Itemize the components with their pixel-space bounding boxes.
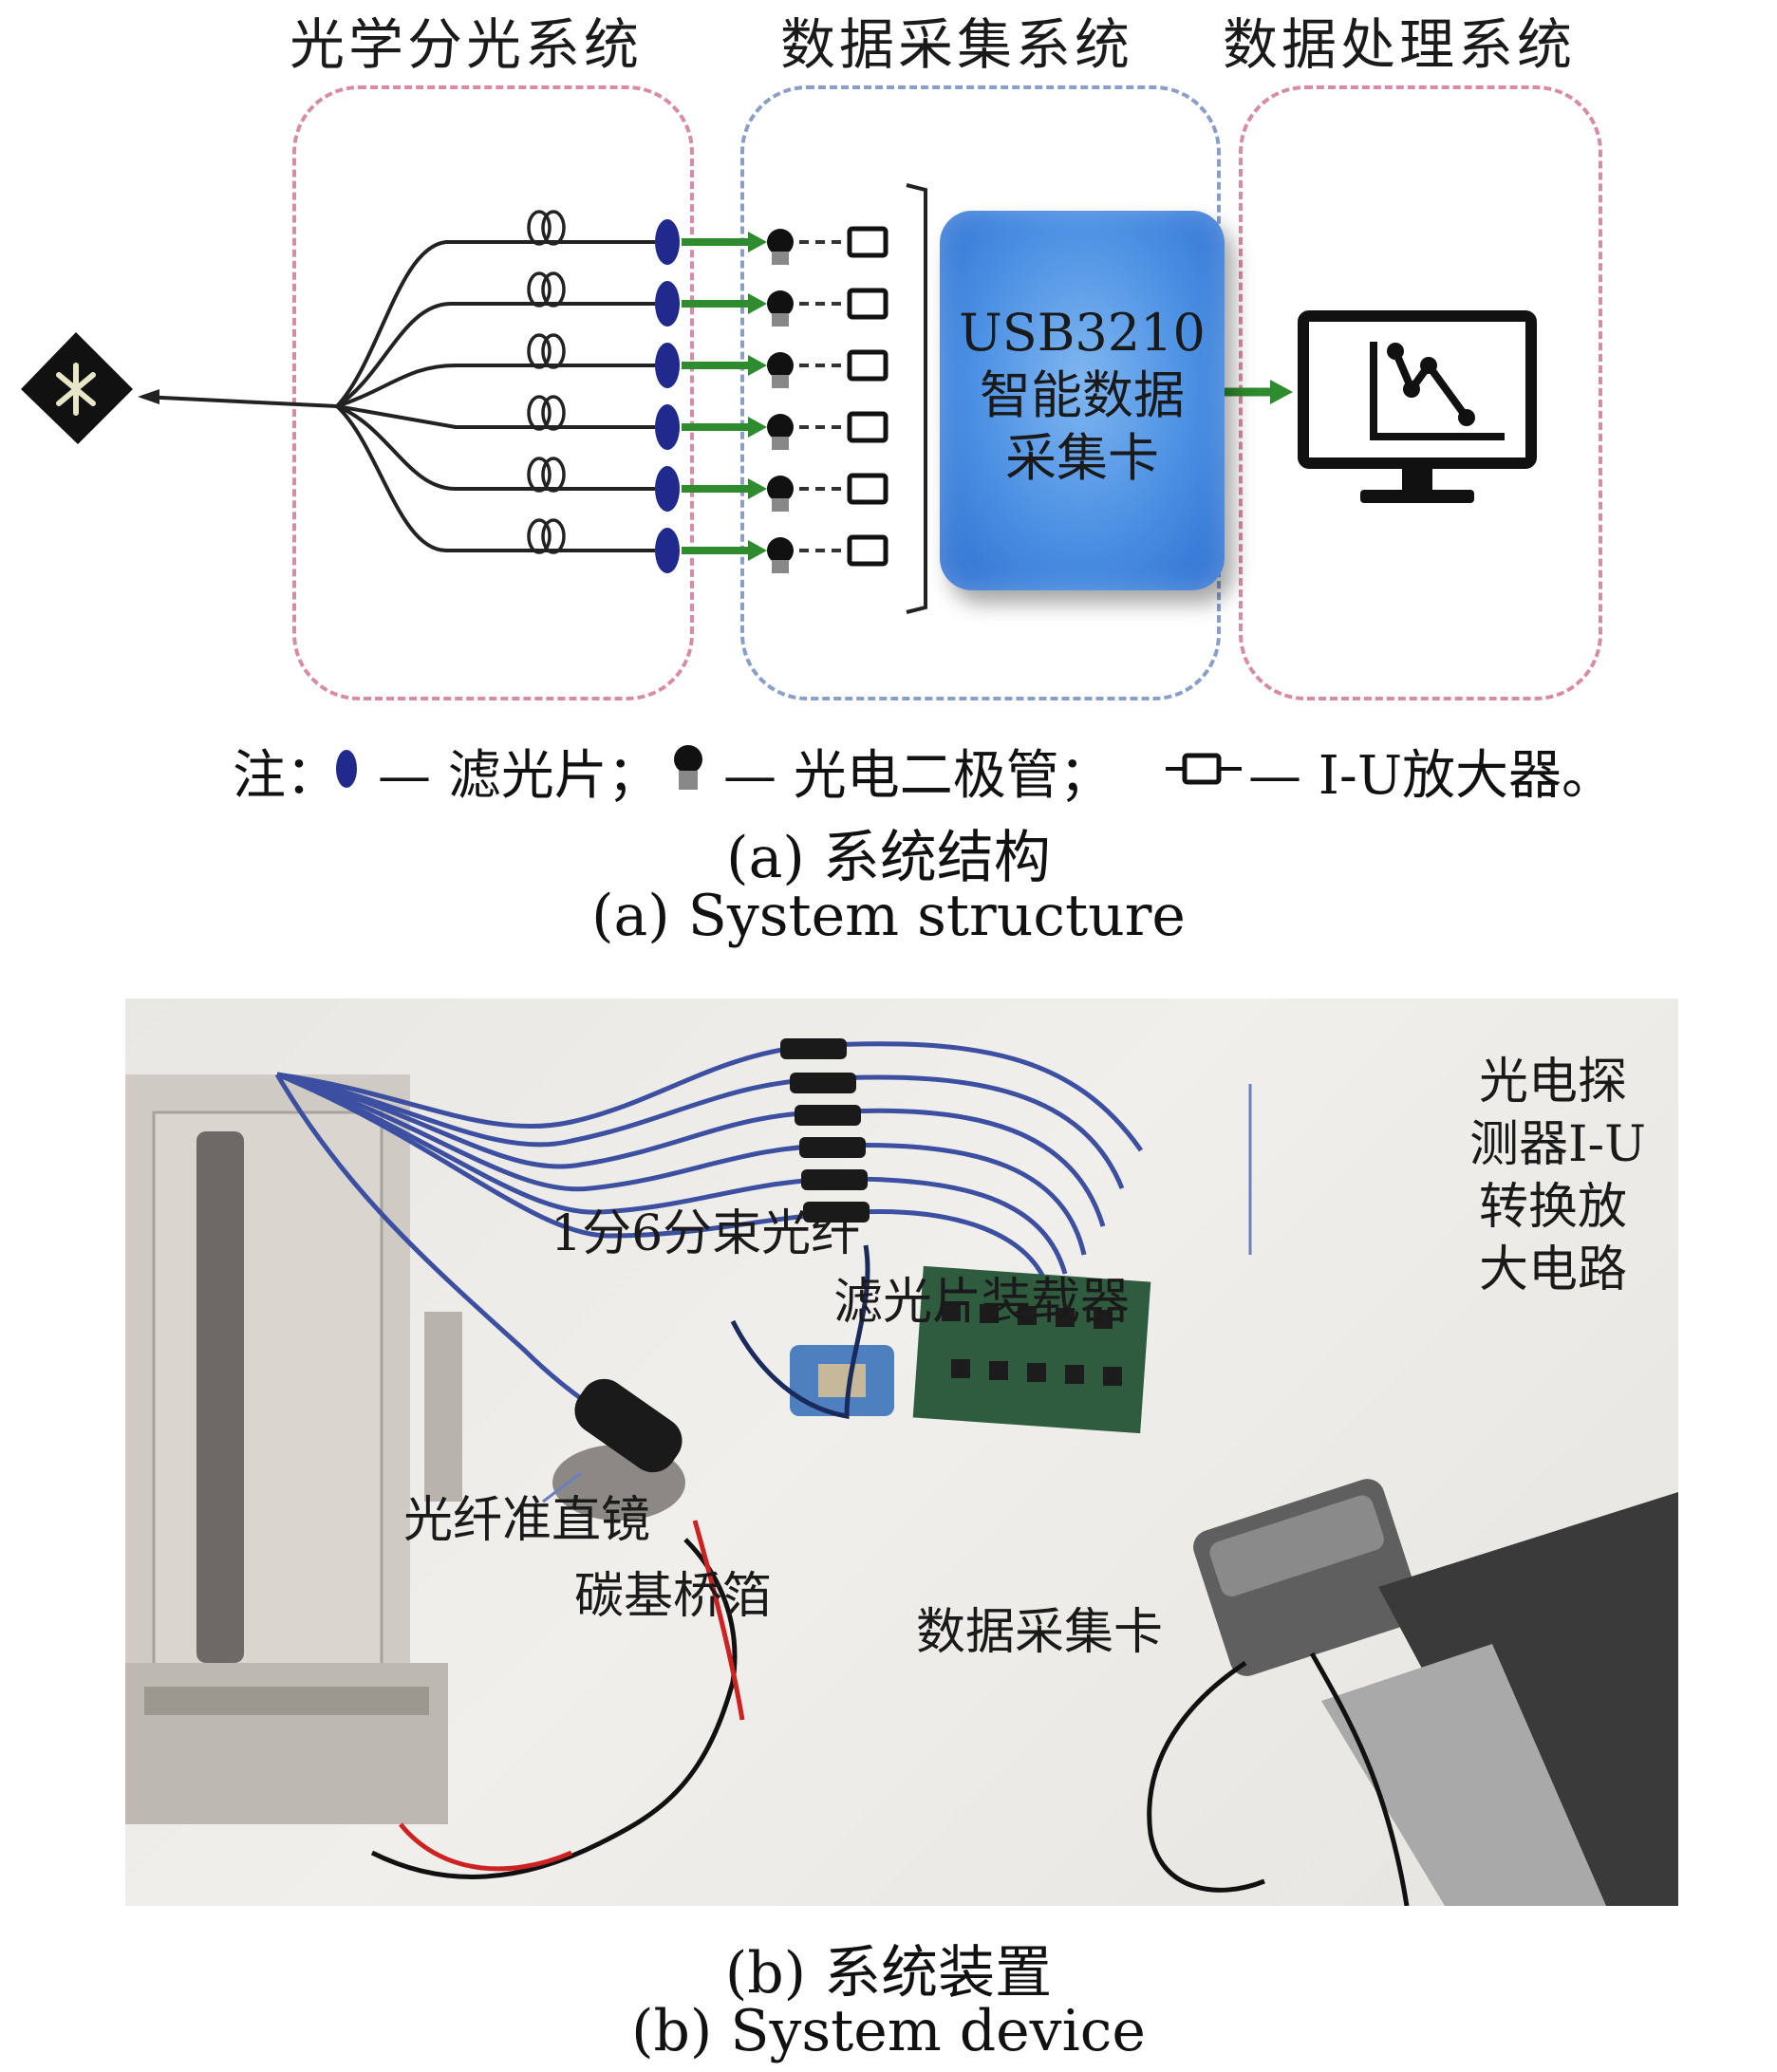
note-prefix: 注： [233,745,339,807]
filter-legend-icon [336,750,357,788]
trunk-fiber [138,389,338,408]
caption-a-en: (a) System structure [591,883,1186,949]
card-label-line2: 智能数据 [980,365,1185,425]
fiber-branches [335,240,655,552]
system-structure-diagram [21,183,1537,614]
channel-bracket [906,183,927,614]
filter-holder-row [780,1038,870,1223]
detector-board [912,1265,1151,1434]
amplifier-icons [847,226,888,567]
card-to-computer-arrow [1225,380,1293,404]
label-carbon-foil: 碳基桥箔 [574,1568,773,1625]
daq-box [1193,1479,1421,1676]
filter-icons [655,219,680,573]
system-device-photo [125,999,1678,1906]
note-filter: — 滤光片； [378,745,661,807]
sample-chip-icon [21,332,133,444]
optical-system-box [292,85,694,700]
label-daq-card: 数据采集卡 [916,1604,1164,1661]
fiber-coil-icons [527,210,566,554]
note-amplifier: — I-U放大器。 [1248,745,1616,807]
collimator-device [552,1378,685,1521]
fiber-bundle [274,1041,1144,1447]
photodiode-icons [767,229,794,573]
diode-to-amplifier-links [799,240,845,552]
label-detector-line1: 光电探 [1479,1054,1628,1111]
instrument-housing [125,1074,462,1824]
note-photodiode: — 光电二极管； [723,745,1113,807]
label-detector-line3: 转换放 [1479,1179,1628,1236]
caption-b-cn: (b) 系统装置 [724,1940,1053,2007]
caption-a-cn: (a) 系统结构 [726,825,1051,891]
label-collimator: 光纤准直镜 [403,1492,651,1549]
label-detector-line4: 大电路 [1479,1241,1628,1298]
optical-system-title: 光学分光系统 [290,12,644,77]
label-leader-lines [542,1084,1252,1503]
label-filter-holder: 滤光片装载器 [833,1274,1131,1331]
processing-system-title: 数据处理系统 [1223,12,1577,77]
label-bundle-fiber: 1分6分束光纤 [551,1205,861,1262]
filter-to-diode-arrows [682,232,767,561]
laptop [1321,1492,1678,1906]
cables [370,1244,1410,1906]
card-label-line3: 采集卡 [1005,428,1159,488]
acquisition-system-title: 数据采集系统 [780,12,1134,77]
usb3210-card [940,211,1225,590]
photo-illustration [125,1038,1678,1906]
photodiode-legend-icon [674,745,702,790]
amplifier-legend-icon [1166,753,1242,785]
caption-b-en: (b) System device [631,1998,1146,2064]
label-detector-line2: 测器I-U [1469,1116,1646,1173]
computer-monitor-icon [1298,310,1537,503]
card-label-line1: USB3210 [959,303,1206,363]
